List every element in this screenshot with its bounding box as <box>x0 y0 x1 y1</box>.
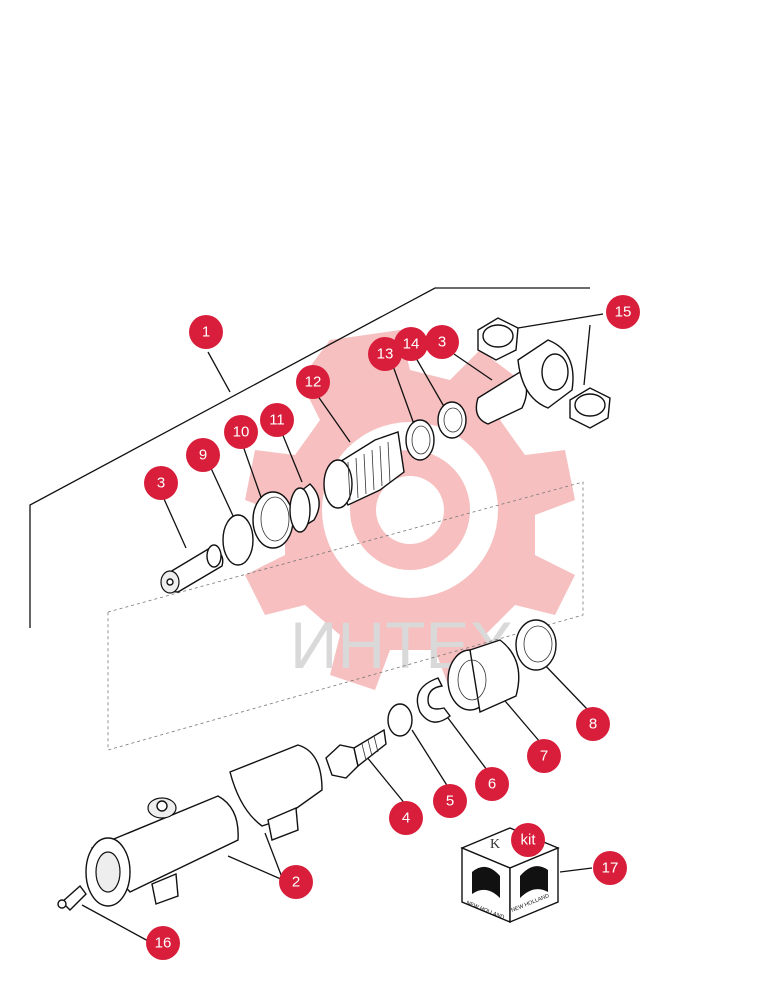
part-piston-seal <box>515 619 557 671</box>
part-gland-nut <box>323 431 405 509</box>
callout-kit: kit <box>511 823 545 857</box>
callout-14: 14 <box>394 327 428 361</box>
part-rod-eye <box>475 339 574 425</box>
part-split-ring <box>416 677 451 723</box>
svg-text:16: 16 <box>155 935 172 952</box>
kit-box: K NEW HOLLAND NEW HOLLAND <box>460 827 560 924</box>
svg-text:3: 3 <box>157 475 165 492</box>
svg-text:kit: kit <box>521 832 537 849</box>
callout-12: 12 <box>296 365 330 399</box>
part-bolt <box>325 728 387 779</box>
callout-6: 6 <box>475 767 509 801</box>
part-washer <box>387 703 413 737</box>
assembly-outline <box>29 287 590 751</box>
part-rod-end <box>160 544 224 594</box>
svg-text:12: 12 <box>305 374 322 391</box>
callout-17: 17 <box>593 851 627 885</box>
callout-11: 11 <box>260 403 294 437</box>
callout-10: 10 <box>224 415 258 449</box>
callout-9: 9 <box>186 438 220 472</box>
callout-3-rod-end: 3 <box>144 466 178 500</box>
svg-text:10: 10 <box>233 424 250 441</box>
part-o-ring <box>222 514 254 566</box>
svg-text:3: 3 <box>438 334 446 351</box>
svg-text:6: 6 <box>488 776 496 793</box>
svg-text:13: 13 <box>377 346 394 363</box>
callout-15: 15 <box>606 295 640 329</box>
part-eye-bushings <box>477 317 611 429</box>
callout-4: 4 <box>389 801 423 835</box>
svg-text:1: 1 <box>202 324 210 341</box>
svg-text:11: 11 <box>269 412 285 429</box>
svg-text:5: 5 <box>446 793 454 810</box>
part-wear-ring <box>252 491 294 549</box>
callout-7: 7 <box>527 739 561 773</box>
part-piston <box>447 639 520 714</box>
svg-text:9: 9 <box>199 447 207 464</box>
callout-13: 13 <box>368 337 402 371</box>
kit-box-letter: K <box>490 837 500 852</box>
svg-text:4: 4 <box>402 810 410 827</box>
new-holland-logo-icon <box>520 866 548 898</box>
part-seal <box>405 419 435 461</box>
svg-text:15: 15 <box>615 304 632 321</box>
callout-16: 16 <box>146 926 180 960</box>
part-bushing <box>289 483 320 533</box>
svg-text:2: 2 <box>292 874 300 891</box>
callout-2: 2 <box>279 865 313 899</box>
new-holland-logo-icon <box>472 866 500 898</box>
svg-text:14: 14 <box>403 336 420 353</box>
part-grease-nipple <box>57 884 87 911</box>
svg-text:17: 17 <box>602 860 619 877</box>
svg-text:7: 7 <box>540 748 548 765</box>
callout-8: 8 <box>576 707 610 741</box>
svg-text:8: 8 <box>589 716 597 733</box>
part-ring <box>437 401 467 439</box>
callout-5: 5 <box>433 784 467 818</box>
callout-1: 1 <box>189 315 223 349</box>
callout-3-rod-eye: 3 <box>425 325 459 359</box>
part-cylinder-barrel <box>85 744 323 907</box>
